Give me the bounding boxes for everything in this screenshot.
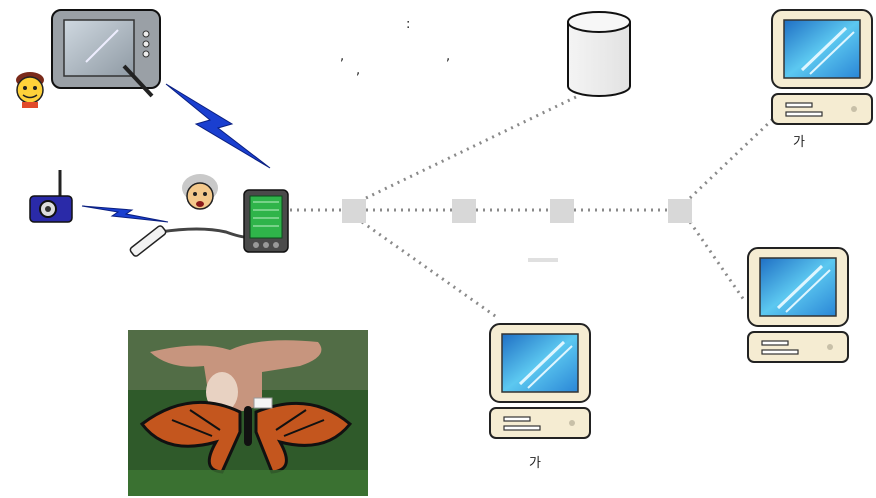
tablet-pc-icon — [51, 9, 161, 98]
computer-icon — [488, 322, 592, 440]
computer-label: 가 — [793, 135, 805, 150]
computer-icon — [746, 246, 850, 364]
computer-icon — [770, 8, 874, 126]
comma-mark: , — [446, 49, 451, 64]
lightning-wireless-icon — [165, 83, 271, 169]
butterfly-wings — [139, 397, 353, 474]
comma-mark: , — [340, 49, 345, 64]
colon-mark: : — [406, 17, 411, 32]
network-node-icon — [550, 199, 574, 223]
butterfly-photo — [128, 330, 368, 496]
comma-mark: , — [356, 63, 361, 78]
network-nodes — [342, 199, 692, 223]
network-node-icon — [668, 199, 692, 223]
computer-label: 가 — [529, 456, 541, 471]
camera-icon — [29, 170, 73, 223]
network-node-icon — [342, 199, 366, 223]
person-face-icon — [16, 72, 44, 108]
lightning-wireless-icon — [81, 205, 169, 223]
database-cylinder-icon — [567, 11, 631, 97]
pda-icon — [243, 189, 289, 253]
person-face-icon — [182, 174, 218, 210]
faint-mark — [528, 258, 558, 262]
dotted-links — [290, 94, 776, 320]
network-node-icon — [452, 199, 476, 223]
probe-sensor-icon — [129, 225, 255, 257]
